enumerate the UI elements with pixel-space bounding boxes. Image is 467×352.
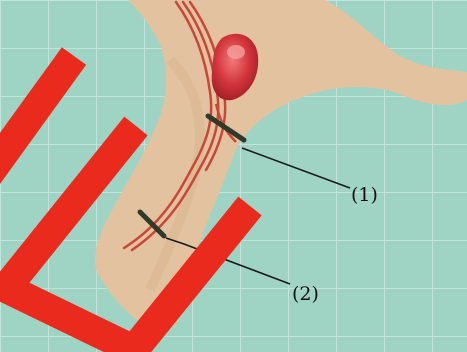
callout-label-2: (2) [292,285,319,304]
swelling-highlight [227,45,245,59]
callout-label-1: (1) [351,186,378,205]
